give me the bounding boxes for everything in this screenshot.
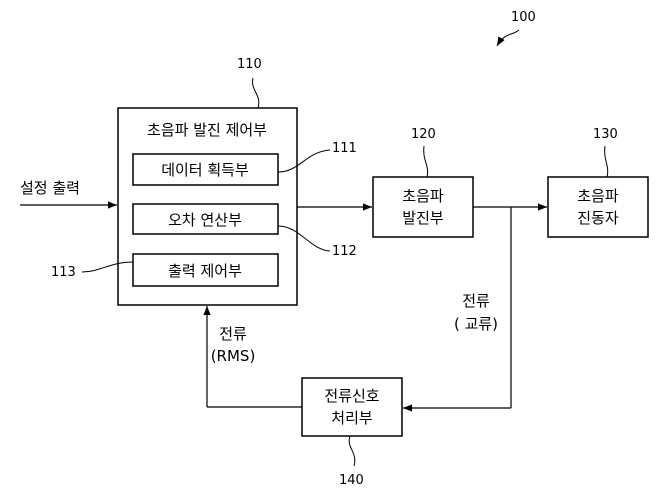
figure-ref-100: 100 xyxy=(511,10,536,25)
controller-title: 초음파 발진 제어부 xyxy=(147,121,267,139)
processor-ref: 140 xyxy=(339,473,364,488)
output-control-unit-label: 출력 제어부 xyxy=(168,262,242,280)
output-control-unit-box xyxy=(132,253,279,287)
unit-112-leader xyxy=(277,225,331,252)
transducer-label-line1: 초음파 xyxy=(577,187,619,205)
unit-112-ref: 112 xyxy=(332,244,357,259)
current-signal-processor-box xyxy=(301,377,403,437)
transducer-label-line2: 진동자 xyxy=(577,209,619,227)
oscillator-ref-leader xyxy=(423,145,429,178)
controller-ref-leader xyxy=(252,77,260,109)
transducer-ref: 130 xyxy=(593,127,618,142)
controller-ref: 110 xyxy=(237,57,262,72)
transducer-ref-leader xyxy=(604,145,609,178)
error-calculation-unit-box xyxy=(132,203,279,235)
input-label: 설정 출력 xyxy=(20,179,80,197)
data-acquisition-unit-label: 데이터 획득부 xyxy=(161,161,249,179)
unit-113-leader xyxy=(81,261,134,273)
unit-113-ref: 113 xyxy=(51,265,76,280)
processor-label-line1: 전류신호 xyxy=(324,387,379,405)
processor-ref-leader xyxy=(348,435,356,467)
figure-ref-100-arrow xyxy=(496,29,520,47)
current-ac-label-line2: ( 교류) xyxy=(454,315,498,333)
current-ac-label-line1: 전류 xyxy=(462,292,490,310)
oscillator-label-line1: 초음파 xyxy=(402,187,444,205)
unit-111-ref: 111 xyxy=(332,141,357,156)
oscillator-ref: 120 xyxy=(411,127,436,142)
current-rms-label-line1: 전류 xyxy=(219,325,247,343)
data-acquisition-unit-box xyxy=(132,153,279,186)
transducer-box xyxy=(547,176,649,238)
current-rms-label-line2: (RMS) xyxy=(211,347,256,365)
oscillator-box xyxy=(372,176,474,238)
error-calculation-unit-label: 오차 연산부 xyxy=(168,211,242,229)
oscillator-label-line2: 발진부 xyxy=(402,209,444,227)
processor-label-line2: 처리부 xyxy=(331,409,373,427)
unit-111-leader xyxy=(277,149,331,173)
